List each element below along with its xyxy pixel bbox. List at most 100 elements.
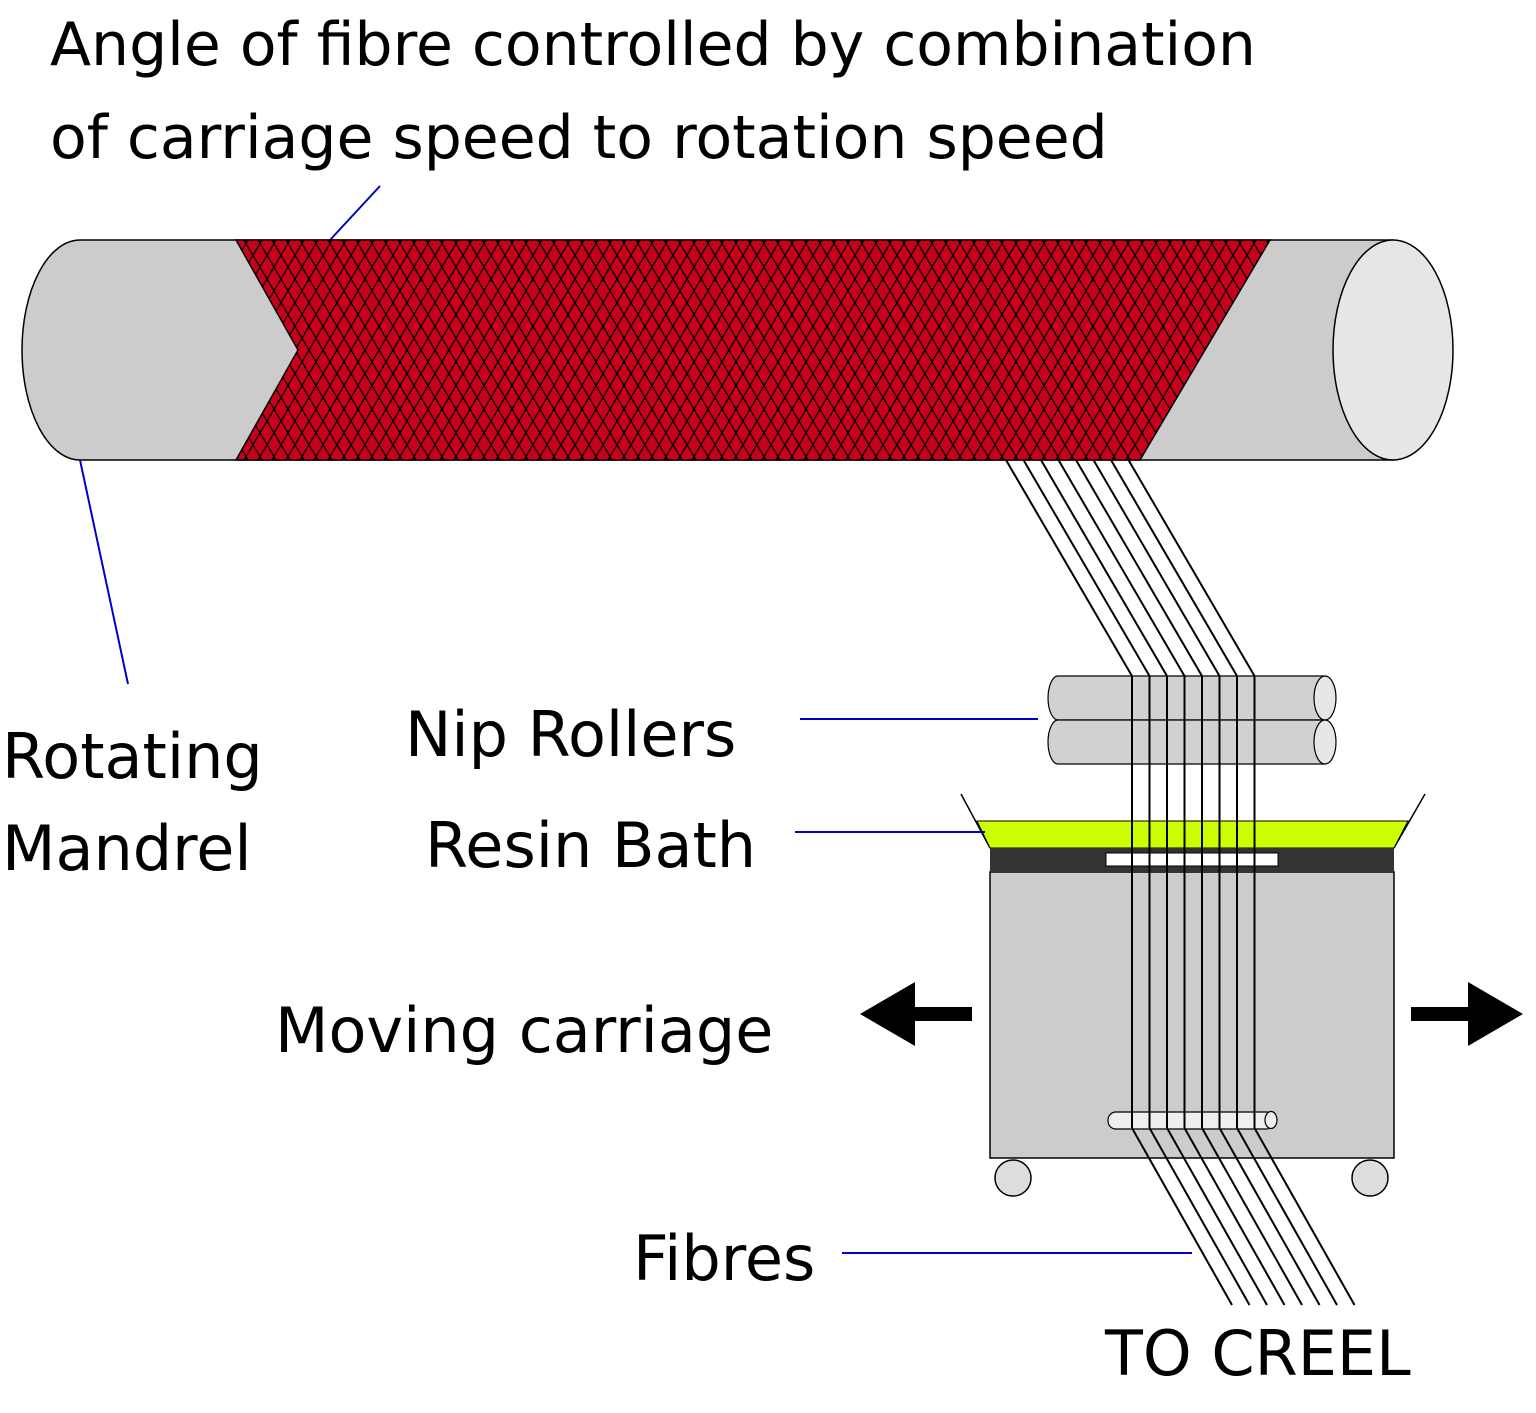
- fibre-bundle-lower: [1131, 764, 1356, 1306]
- title-line-2: of carriage speed to rotation speed: [50, 103, 1108, 173]
- to-creel-label: TO CREEL: [1104, 1317, 1411, 1390]
- fibre-strand: [1057, 459, 1186, 677]
- winding-strand: [243, 240, 375, 460]
- arrow-right-icon: [1411, 982, 1523, 1046]
- guide-bar-end: [1264, 1110, 1278, 1130]
- winding-strand: [1223, 240, 1270, 460]
- winding-strand: [873, 240, 1005, 460]
- winding-strand: [523, 240, 655, 460]
- winding-strand: [747, 240, 879, 460]
- fibre-strand: [1148, 1127, 1251, 1306]
- fibre-strand: [1201, 1127, 1303, 1306]
- winding-strand: [453, 240, 585, 460]
- winding-strand: [271, 240, 403, 460]
- resin-bath-label: Resin Bath: [425, 809, 756, 882]
- rotating-mandrel: [21, 239, 1454, 461]
- fibre-strand: [1183, 1127, 1286, 1306]
- nip-roller-bottom-end: [1313, 719, 1337, 765]
- fibre-strand: [1005, 459, 1133, 677]
- winding-strand: [509, 240, 641, 460]
- fibre-strand: [1253, 1127, 1356, 1306]
- carriage-body: [989, 871, 1395, 1159]
- winding-strand: [537, 240, 669, 460]
- winding-strand: [719, 240, 851, 460]
- winding-strand: [663, 240, 795, 460]
- winding-strand: [691, 240, 823, 460]
- carriage-wheel-left: [994, 1159, 1032, 1197]
- winding-strand: [341, 240, 473, 460]
- winding-strand: [915, 240, 1047, 460]
- winding-strand: [957, 240, 1089, 460]
- winding-strand: [397, 240, 529, 460]
- winding-strand: [565, 240, 697, 460]
- winding-strand: [635, 240, 767, 460]
- fibre-strand: [1110, 459, 1238, 677]
- fibre-strand: [1218, 1127, 1321, 1306]
- moving-carriage: [989, 871, 1395, 1197]
- winding-strand: [775, 240, 907, 460]
- mandrel-leader-line: [79, 459, 129, 685]
- fibre-strand: [1166, 1127, 1268, 1306]
- nip-roller-top: [1047, 675, 1326, 721]
- winding-strand: [593, 240, 725, 460]
- winding-strand: [621, 240, 753, 460]
- winding-strand: [705, 240, 837, 460]
- winding-strand: [859, 240, 991, 460]
- carriage-wheel-right: [1351, 1159, 1389, 1197]
- winding-strand: [803, 240, 935, 460]
- mandrel-end-cap: [1332, 239, 1454, 461]
- fibre-strand: [1127, 459, 1256, 677]
- winding-strand: [467, 240, 599, 460]
- winding-strand: [355, 240, 487, 460]
- title-leader-line: [329, 185, 381, 241]
- winding-strand: [649, 240, 781, 460]
- winding-strand: [236, 240, 291, 460]
- winding-strand: [369, 240, 501, 460]
- winding-strand: [1209, 240, 1270, 460]
- winding-strand: [551, 240, 683, 460]
- winding-strand: [439, 240, 571, 460]
- resin-bath: [960, 793, 1426, 872]
- fibre-strand: [1040, 459, 1168, 677]
- fibre-winding: [234, 239, 1272, 461]
- winding-strand: [495, 240, 627, 460]
- fibre-bundle-upper: [1005, 459, 1256, 677]
- winding-strand: [285, 240, 417, 460]
- resin: [976, 820, 1409, 849]
- winding-strand: [425, 240, 557, 460]
- winding-strand: [677, 240, 809, 460]
- winding-strand: [733, 240, 865, 460]
- mandrel-label-line-1: Rotating: [2, 720, 263, 793]
- fibre-strand: [1075, 459, 1203, 677]
- nip-roller-bottom: [1047, 719, 1326, 765]
- winding-strand: [831, 240, 963, 460]
- mandrel-label-line-2: Mandrel: [2, 812, 252, 885]
- winding-strand: [1013, 240, 1145, 460]
- fibre-strand: [1131, 1127, 1233, 1306]
- winding-strand: [411, 240, 543, 460]
- winding-strand: [481, 240, 613, 460]
- winding-strand: [383, 240, 515, 460]
- fibre-strand: [1022, 459, 1151, 677]
- fibre-strand: [1236, 1127, 1338, 1306]
- fibre-strand: [1092, 459, 1221, 677]
- winding-strand: [971, 240, 1103, 460]
- arrow-left-icon: [860, 982, 972, 1046]
- winding-strand: [761, 240, 893, 460]
- winding-strand: [985, 240, 1117, 460]
- winding-strand: [236, 240, 291, 460]
- winding-strand: [579, 240, 711, 460]
- winding-strand: [299, 240, 431, 460]
- winding-strand: [943, 240, 1075, 460]
- winding-strand: [607, 240, 739, 460]
- fibres-through-rollers: [1131, 676, 1256, 764]
- winding-strand: [1041, 240, 1173, 460]
- winding-strand: [257, 240, 389, 460]
- nip-rollers-label: Nip Rollers: [405, 698, 736, 771]
- winding-strand: [887, 240, 1019, 460]
- moving-carriage-label: Moving carriage: [275, 994, 773, 1067]
- winding-strand: [817, 240, 949, 460]
- nip-rollers: [1047, 675, 1337, 765]
- winding-strand: [327, 240, 459, 460]
